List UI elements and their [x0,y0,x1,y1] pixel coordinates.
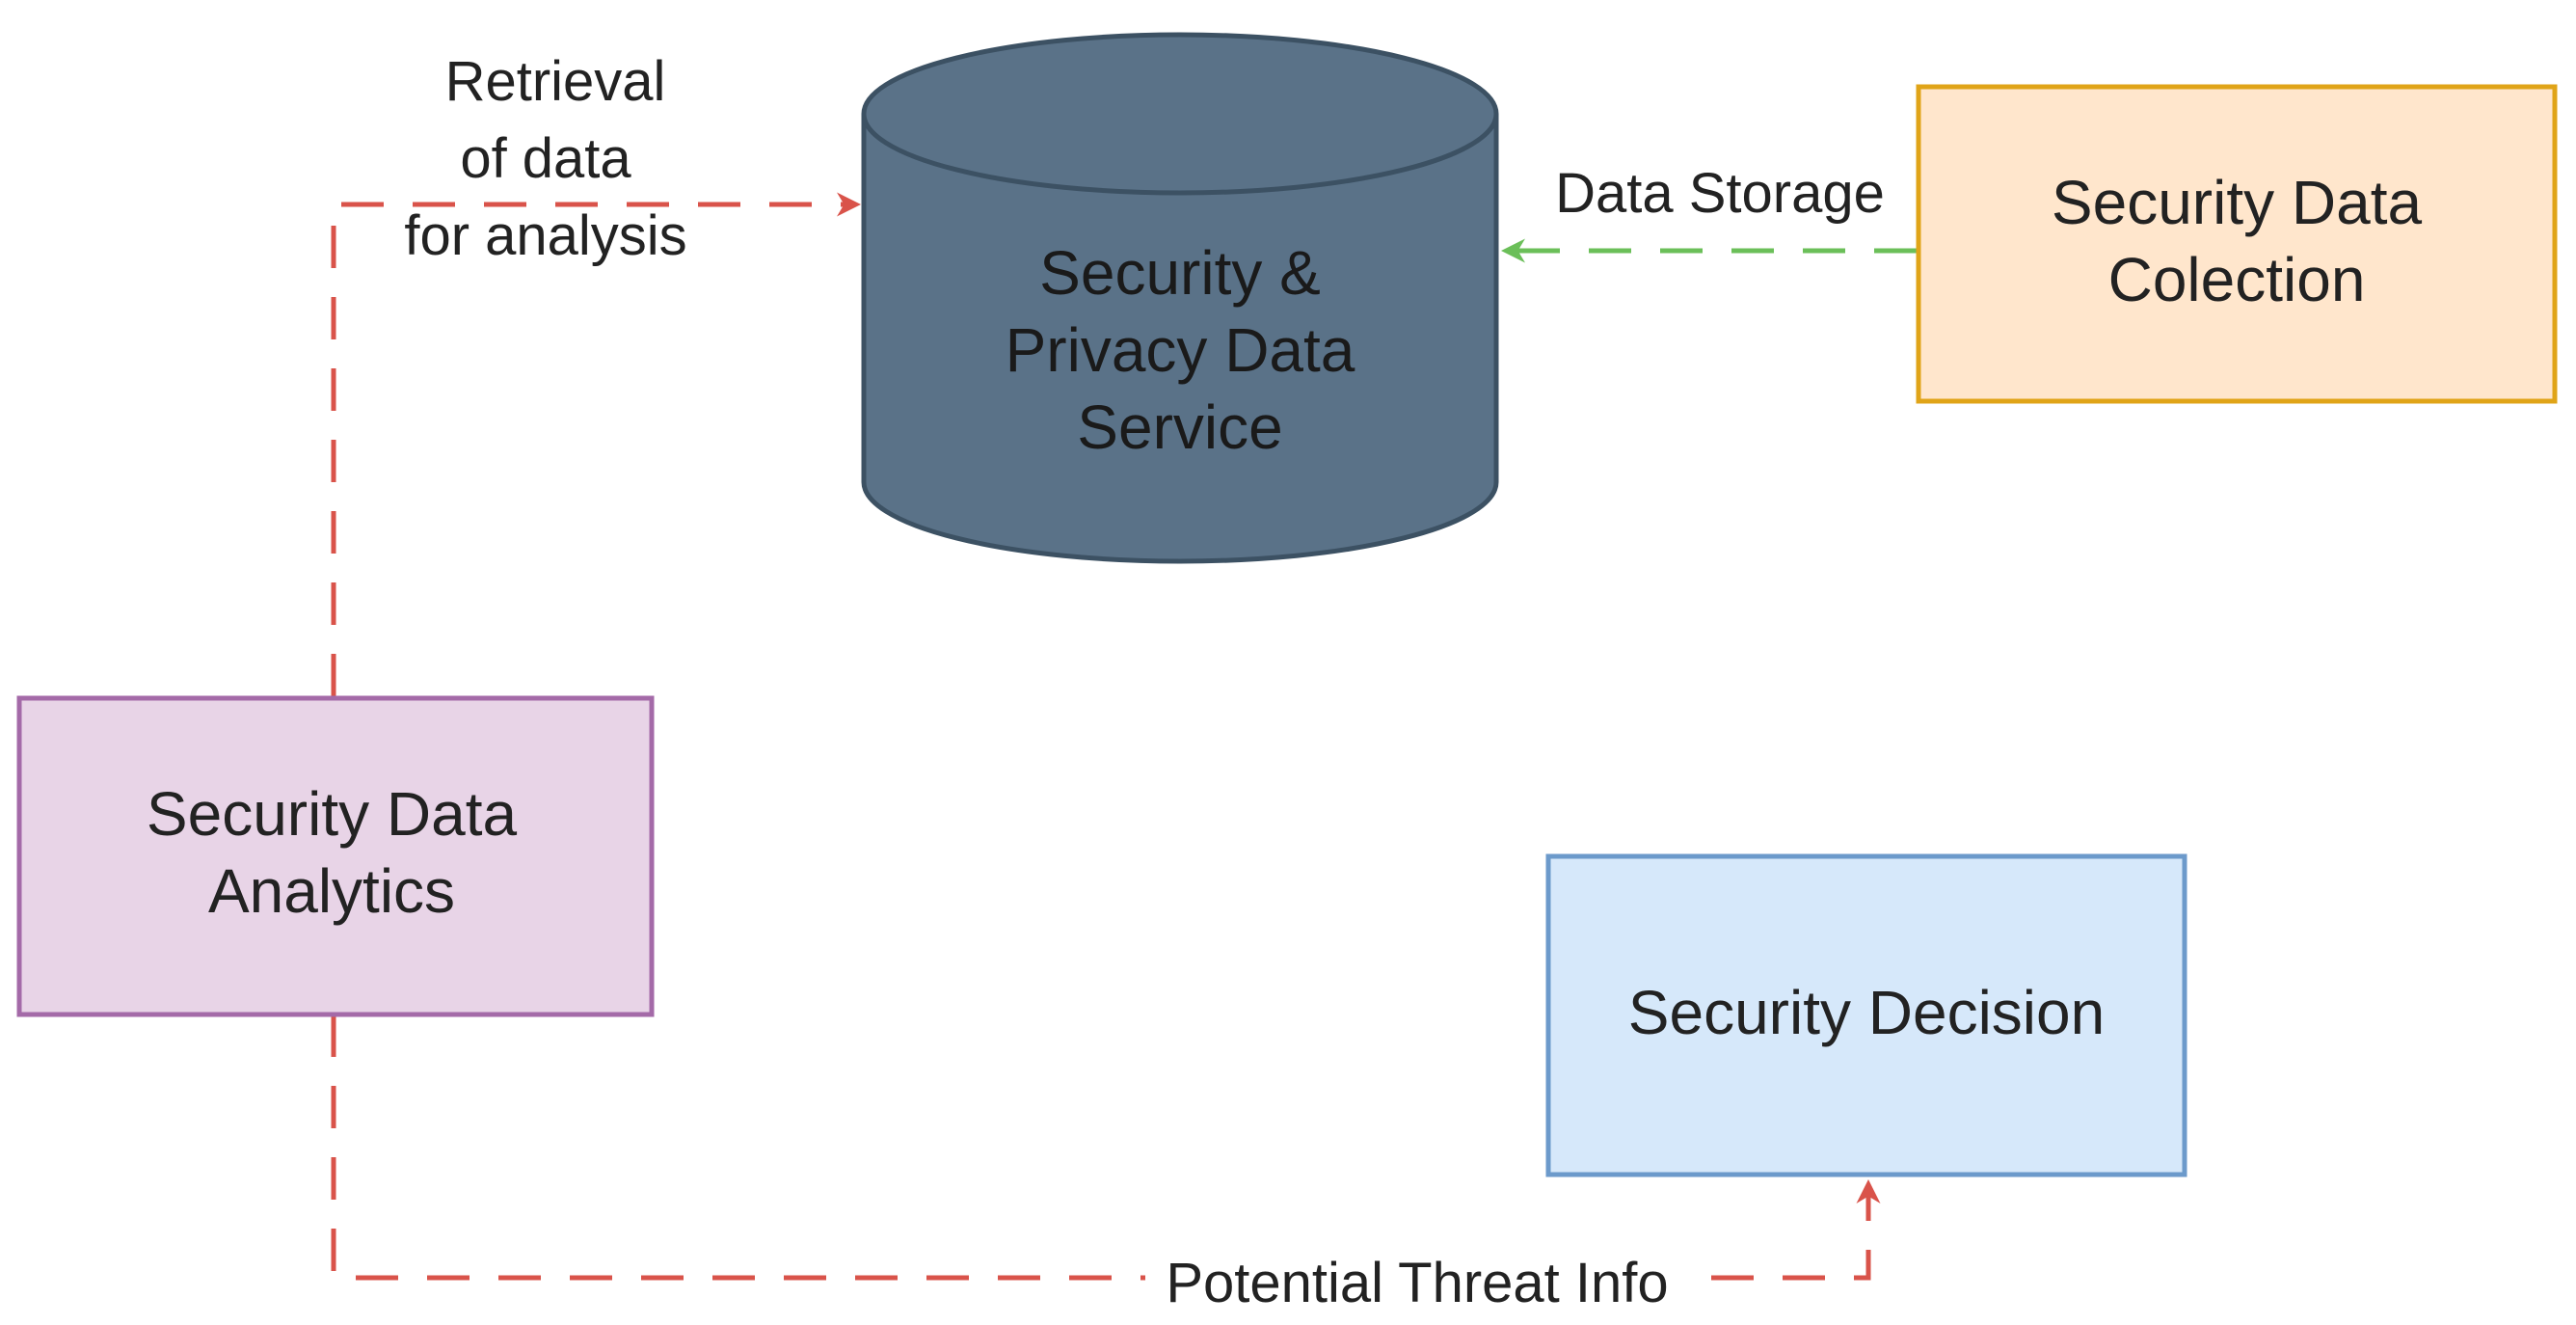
database-label-line-1: Security & [1039,238,1321,308]
security-data-analytics-node[interactable]: Security Data Analytics [16,695,655,1017]
data-storage-label-bg [1531,154,1907,230]
potential-threat-edge[interactable] [331,1014,1881,1281]
database-label-line-3: Service [1077,392,1282,462]
database-cylinder-top [861,32,1499,196]
retrieval-edge[interactable] [331,192,861,696]
security-decision-node[interactable]: Security Decision [1545,853,2187,1177]
analytics-label-line-1: Security Data [147,779,518,849]
decision-label: Security Decision [1628,978,2105,1047]
data-storage-label: Data Storage [1555,162,1885,225]
svg-text:for analysis: for analysis [404,204,686,267]
security-privacy-data-service-node[interactable]: Security & Privacy Data Service [861,32,1499,564]
svg-text:of data: of data [460,127,631,190]
potential-threat-label-bg [1145,1250,1685,1317]
retrieval-edge-label: Retrieval of data for analysis [404,50,686,267]
security-data-collection-node[interactable]: Security Data Colection [1916,84,2558,404]
collection-label-line-1: Security Data [2052,168,2423,237]
potential-threat-label: Potential Threat Info [1166,1252,1668,1314]
database-label-line-2: Privacy Data [1006,315,1355,385]
analytics-label-line-2: Analytics [208,856,455,926]
database-cylinder-body [861,114,1499,564]
collection-label-line-2: Colection [2108,245,2366,314]
svg-text:Retrieval: Retrieval [445,50,666,113]
